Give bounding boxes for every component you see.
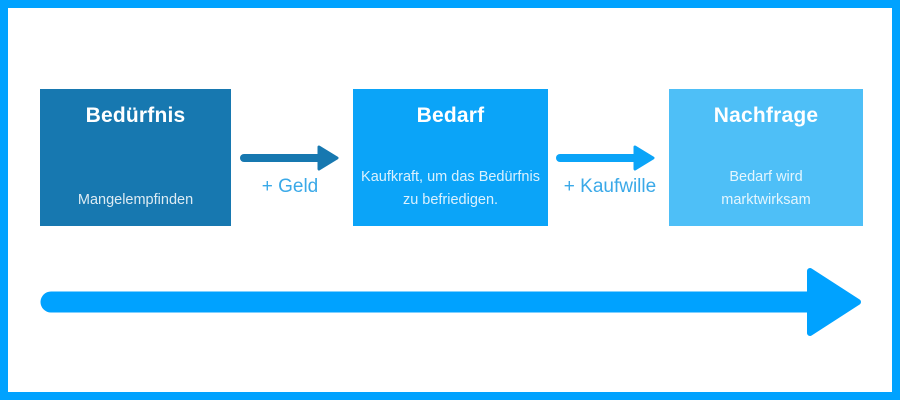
- transition-label-kaufwille: + Kaufwille: [563, 176, 657, 197]
- stage-beduerfnis: Bedürfnis Mangelempfinden: [40, 89, 231, 226]
- transition-label-geld: + Geld: [261, 176, 319, 197]
- stage-title-bedarf: Bedarf: [416, 104, 485, 127]
- arrow-right-icon-kaufwille: [556, 145, 655, 171]
- stage-title-nachfrage: Nachfrage: [713, 104, 819, 127]
- timeline-arrow-icon: [40, 268, 861, 336]
- stage-subtitle-nachfrage: Bedarf wird marktwirksam: [721, 169, 811, 208]
- stage-bedarf: Bedarf Kaufkraft, um das Bedürfnis zu be…: [353, 89, 548, 226]
- stage-subtitle-bedarf: Kaufkraft, um das Bedürfnis zu befriedig…: [361, 169, 540, 208]
- arrow-right-icon-geld: [240, 145, 339, 171]
- stage-nachfrage: Nachfrage Bedarf wird marktwirksam: [669, 89, 863, 226]
- stage-subtitle-beduerfnis: Mangelempfinden: [77, 192, 194, 208]
- stage-title-beduerfnis: Bedürfnis: [85, 104, 186, 127]
